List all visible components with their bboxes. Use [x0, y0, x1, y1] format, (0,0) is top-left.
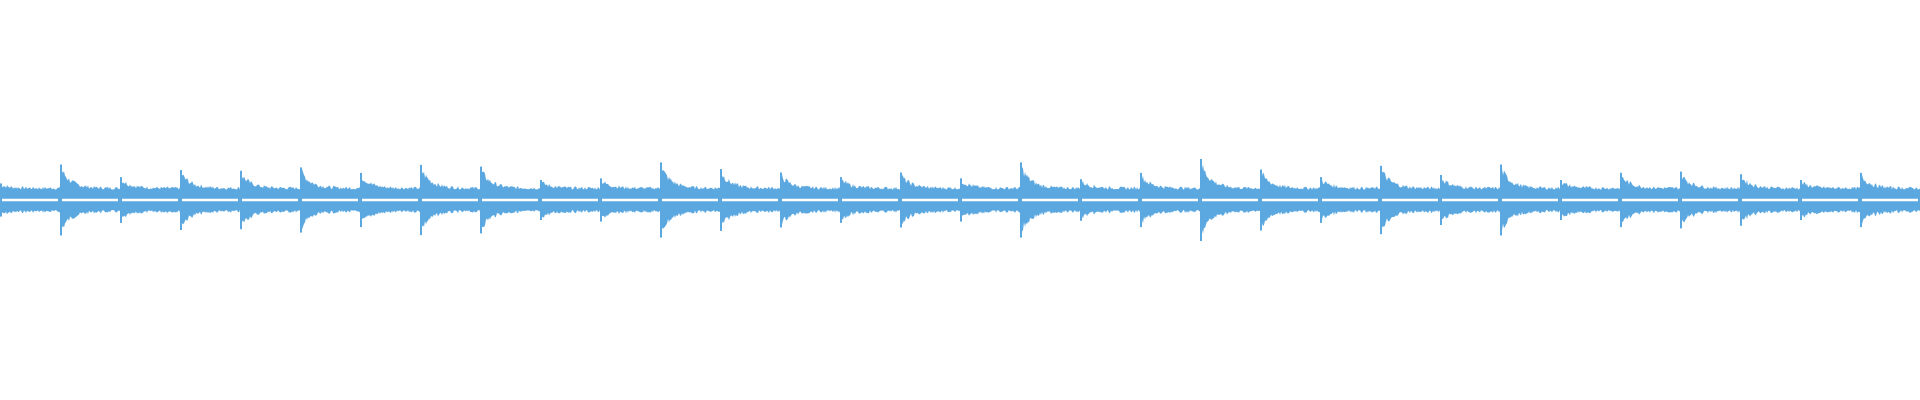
waveform-pulses — [0, 159, 1920, 241]
